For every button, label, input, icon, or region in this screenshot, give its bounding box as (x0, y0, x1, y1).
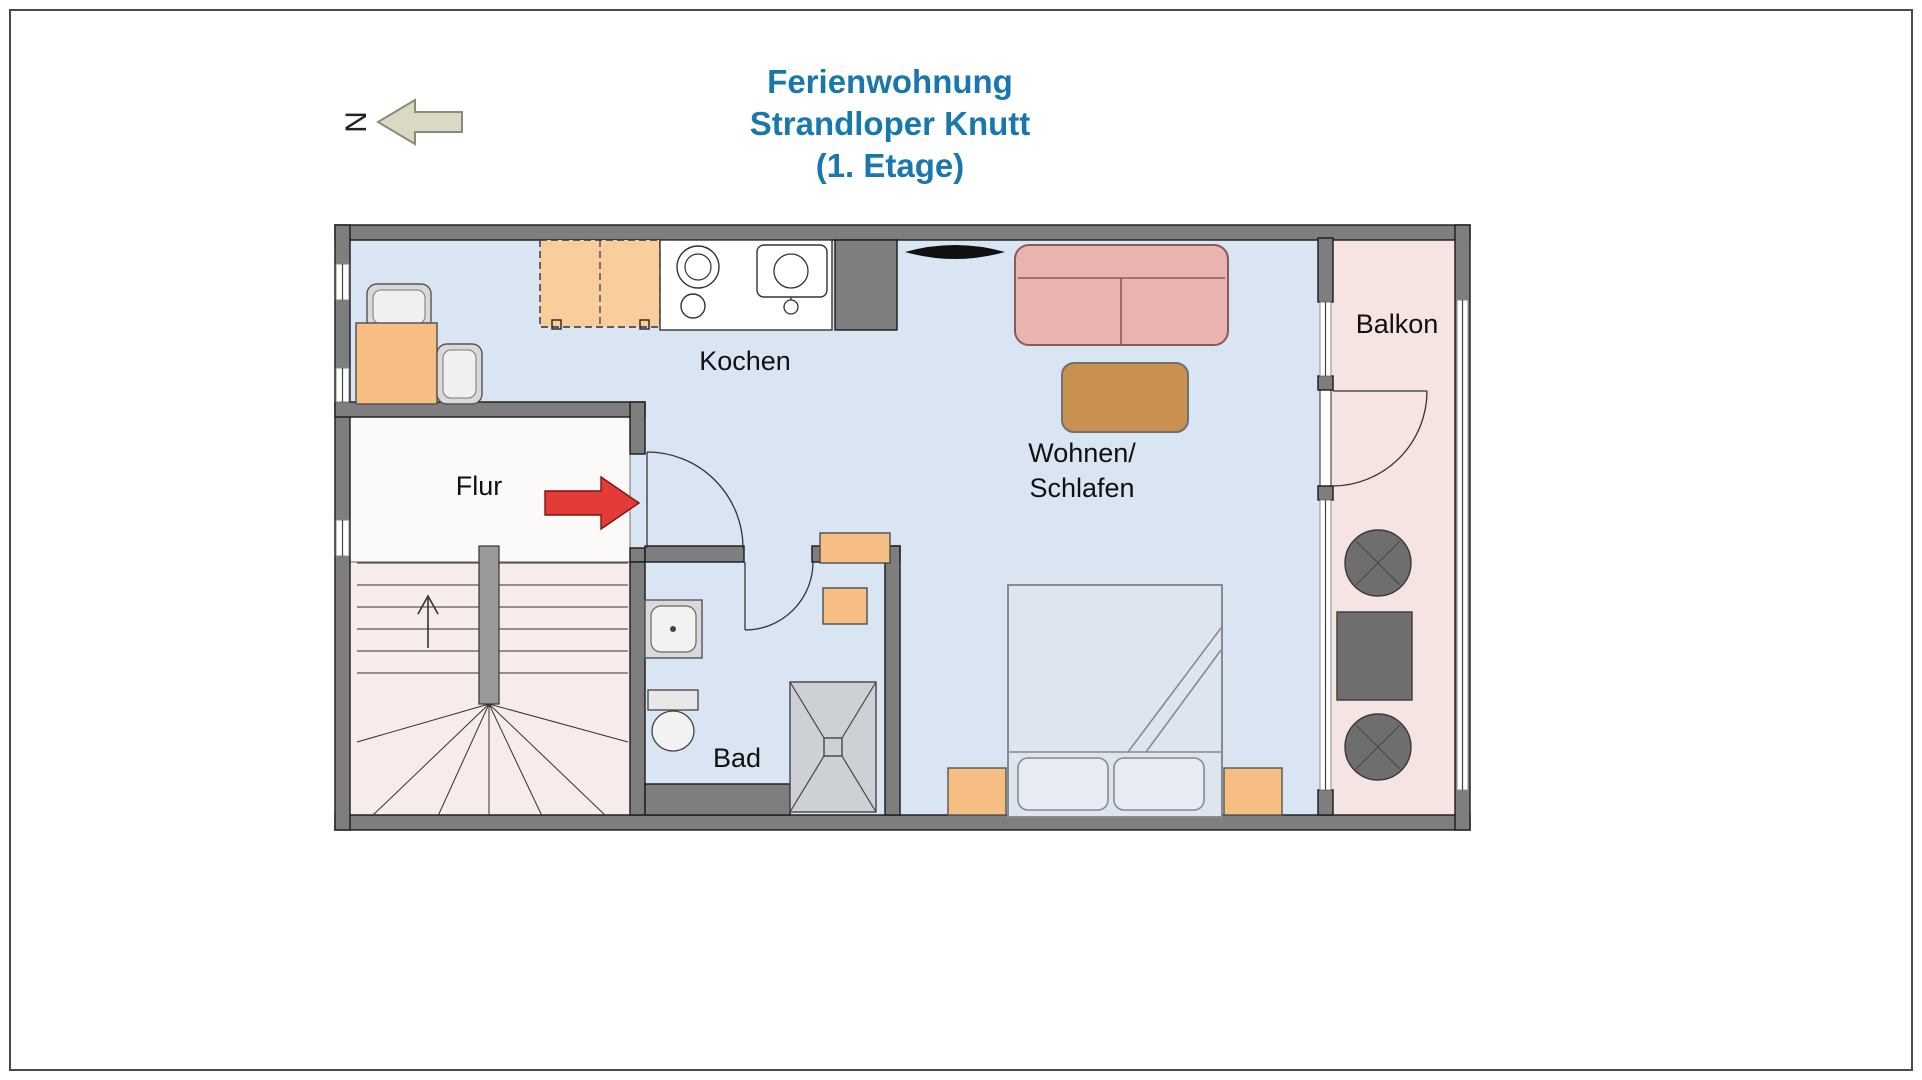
title-line-1: Ferienwohnung (767, 63, 1013, 100)
north-indicator: N (340, 98, 463, 146)
stove-burner-large-inner (684, 253, 712, 281)
room-label-balkon: Balkon (1356, 309, 1439, 339)
bathroom-fixtures (644, 532, 891, 813)
north-label: N (340, 111, 373, 133)
stair-winder-3 (437, 703, 490, 817)
kitchen-sink-basin (773, 253, 809, 289)
stair-winder-1 (356, 703, 490, 743)
balcony-table-square (1336, 611, 1413, 701)
stove-burner-large (676, 245, 720, 289)
dining-chair-top-inner (372, 289, 426, 325)
wall-bath-right (884, 545, 901, 816)
balcony-door-swing (1332, 390, 1428, 487)
coffee-table (1061, 362, 1189, 433)
title-line-3: (1. Etage) (816, 147, 965, 184)
shower-line-2 (841, 681, 877, 739)
bed (1007, 584, 1223, 818)
north-arrow-icon (376, 98, 463, 146)
entrance-arrow-icon (544, 475, 641, 531)
doors (646, 390, 1428, 631)
pillow-left (1017, 757, 1109, 811)
room-label-schlafen: Schlafen (1029, 473, 1134, 503)
windows (335, 263, 1469, 791)
nightstand-left (947, 767, 1007, 816)
nightstand-right (1223, 767, 1283, 816)
toilet-bowl (651, 710, 695, 752)
wall-bath-left (629, 561, 646, 816)
dining-chair-right-inner (442, 349, 477, 399)
page-border (9, 9, 1913, 1071)
wall-bottom (334, 814, 1471, 831)
room-label-wohnen: Wohnen/ (1028, 438, 1136, 468)
toilet-tank (647, 689, 699, 711)
wall-hall-right-lower (629, 547, 646, 563)
balcony-door-jamb-top (1317, 375, 1334, 391)
balcony-door-jamb-bottom (1317, 485, 1334, 501)
balcony-table-cross-4 (1355, 724, 1401, 770)
title-line-2: Strandloper Knutt (750, 105, 1030, 142)
kitchen-area (539, 239, 833, 331)
shower-line-1 (789, 681, 825, 739)
balcony-table-cross-2 (1355, 540, 1401, 586)
kitchen-unit-foot-right (639, 319, 650, 330)
shower-line-4 (841, 755, 877, 813)
dining-set (355, 283, 483, 405)
stove-burner-small (680, 293, 706, 319)
shower-line-3 (789, 755, 825, 813)
balcony-furniture (1336, 529, 1413, 781)
wall-kitchen-column (834, 239, 898, 331)
stair-winder-6 (488, 703, 607, 817)
entrance-door-swing (646, 451, 744, 549)
wall-balcony-divider-bottom (1317, 789, 1334, 816)
shower-drain (823, 737, 843, 757)
dining-table (355, 322, 438, 405)
bath-door-swing (744, 561, 814, 631)
plan-title: Ferienwohnung Strandloper Knutt (1. Etag… (750, 63, 1030, 184)
cabinet-inside-bath (822, 587, 868, 625)
room-label-bad: Bad (713, 743, 761, 773)
kitchen-unit-foot-left (551, 319, 562, 330)
kitchen-sink (756, 244, 828, 298)
room-labels: Kochen Flur Bad Wohnen/ Schlafen Balkon (456, 309, 1439, 773)
stair-stringer (478, 545, 500, 705)
wall-top (334, 224, 1471, 241)
pillow-right (1113, 757, 1205, 811)
stair-winder-5 (488, 703, 543, 817)
room-label-kochen: Kochen (699, 346, 791, 376)
cabinet-outside-bath (819, 532, 891, 564)
wall-hall-right-upper (629, 401, 646, 455)
stair-direction-arrow-head (417, 594, 439, 615)
stair-winder-7 (488, 703, 629, 743)
bath-sink-drain (670, 626, 676, 632)
bed-duvet-fold-2 (1145, 649, 1222, 753)
staircase (356, 545, 629, 817)
room-label-flur: Flur (456, 471, 503, 501)
wall-balcony-divider-top (1317, 237, 1334, 303)
sofa (1014, 244, 1229, 346)
bed-duvet-fold-1 (1127, 627, 1222, 753)
floors (347, 237, 1458, 818)
stair-winder-2 (371, 703, 490, 817)
wall-bath-top-left (644, 545, 745, 563)
kitchen-faucet (783, 299, 799, 315)
wall-bath-bottom-strip (644, 783, 791, 816)
tv (905, 245, 1005, 259)
